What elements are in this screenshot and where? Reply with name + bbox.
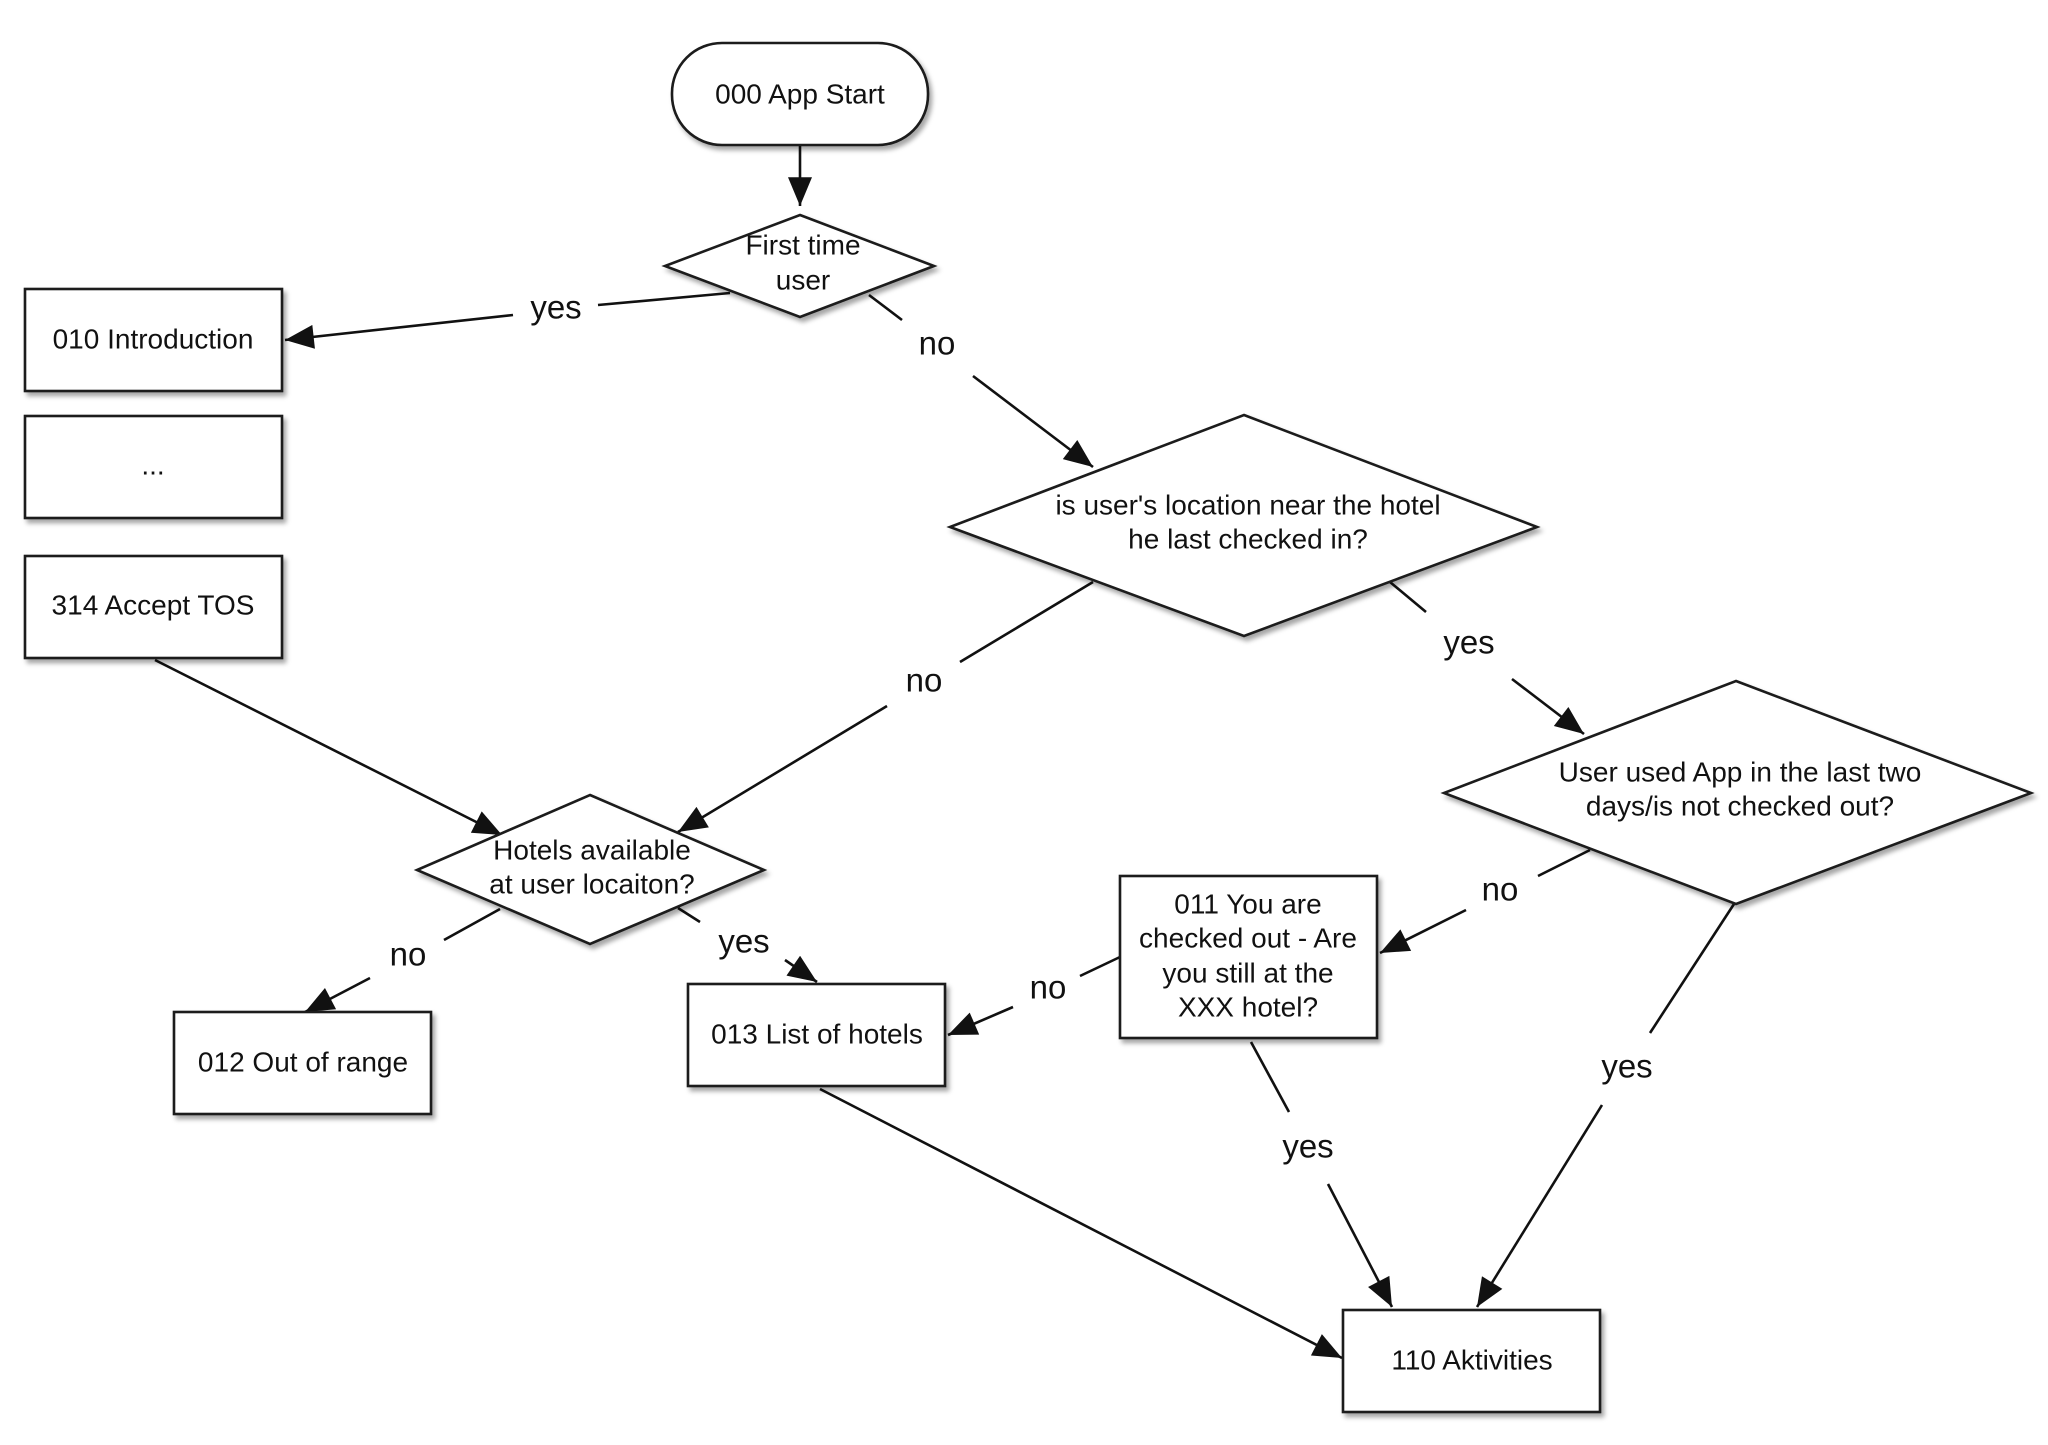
- node-first-time-user: First time user: [661, 213, 938, 319]
- edge-hotels-no-segment-1: [443, 907, 501, 942]
- edge-location-yes-segment-2: [1511, 677, 1585, 736]
- node-out-of-range-label: 012 Out of range: [198, 1046, 408, 1077]
- node-introduction-label: 010 Introduction: [53, 323, 254, 354]
- edge-used-app-no-segment-2: [1379, 908, 1467, 955]
- edge-label-first-time-no: no: [919, 325, 956, 362]
- node-app-start: 000 App Start: [670, 41, 930, 147]
- node-first-time-user-line-1: First time: [745, 229, 860, 260]
- edge-list-of-hotels-to-aktivities: [819, 1087, 1343, 1360]
- edge-first-time-no-segment-2: [972, 374, 1094, 469]
- edge-location-no-segment-2: [677, 704, 888, 834]
- edge-label-checked-out-no: no: [1030, 969, 1067, 1006]
- edge-label-hotels-no: no: [390, 936, 427, 973]
- node-location-line-2: he last checked in?: [1128, 523, 1368, 554]
- edge-label-used-app-no: no: [1482, 871, 1519, 908]
- edge-checked-out-no-segment-1: [1079, 955, 1121, 978]
- node-checked-out-line-3: you still at the: [1162, 957, 1333, 988]
- node-ellipsis-label: ...: [141, 449, 164, 480]
- edge-label-used-app-yes: yes: [1601, 1048, 1652, 1085]
- edge-accept-tos-to-hotels-available: [154, 658, 503, 837]
- node-aktivities-label: 110 Aktivities: [1391, 1344, 1552, 1375]
- edge-hotels-yes-segment-1: [677, 906, 701, 924]
- node-used-app-line-1: User used App in the last two: [1559, 756, 1922, 787]
- edge-hotels-no-segment-2: [304, 976, 371, 1014]
- node-checked-out-line-4: XXX hotel?: [1178, 991, 1318, 1022]
- node-checked-out: 011 You are checked out - Are you still …: [1118, 874, 1379, 1040]
- edge-first-time-no-segment-1: [868, 293, 903, 322]
- node-hotels-available-line-2: at user locaiton?: [489, 868, 694, 899]
- edge-checked-out-yes-segment-2: [1326, 1183, 1394, 1308]
- node-accept-tos: 314 Accept TOS: [23, 554, 284, 660]
- node-used-app: User used App in the last two days/is no…: [1440, 679, 2035, 906]
- node-checked-out-line-1: 011 You are: [1174, 888, 1321, 919]
- node-aktivities: 110 Aktivities: [1341, 1308, 1602, 1414]
- node-introduction: 010 Introduction: [23, 287, 284, 393]
- edge-label-location-yes: yes: [1443, 624, 1494, 661]
- edge-label-location-no: no: [906, 662, 943, 699]
- edge-location-no-segment-1: [959, 580, 1094, 664]
- node-hotels-available: Hotels available at user locaiton?: [413, 793, 768, 946]
- node-first-time-user-line-2: user: [776, 264, 830, 295]
- node-location-line-1: is user's location near the hotel: [1055, 489, 1440, 520]
- node-accept-tos-label: 314 Accept TOS: [52, 589, 255, 620]
- node-used-app-line-2: days/is not checked out?: [1586, 790, 1894, 821]
- node-ellipsis: ...: [23, 414, 284, 520]
- edge-used-app-yes-segment-2: [1475, 1104, 1604, 1308]
- edge-used-app-no-segment-1: [1537, 848, 1591, 878]
- edge-checked-out-yes-segment-1: [1249, 1041, 1291, 1113]
- edge-used-app-yes-segment-1: [1648, 903, 1736, 1034]
- edge-label-first-time-yes: yes: [530, 289, 581, 326]
- edge-label-hotels-yes: yes: [718, 923, 769, 960]
- edge-first-time-yes-segment-2: [284, 313, 514, 349]
- edge-first-time-yes-segment-1: [597, 291, 731, 307]
- node-location-near-hotel: is user's location near the hotel he las…: [946, 413, 1541, 638]
- node-app-start-label: 000 App Start: [715, 78, 885, 109]
- edge-hotels-yes-segment-2: [784, 955, 818, 984]
- edge-label-checked-out-yes: yes: [1282, 1128, 1333, 1165]
- node-checked-out-line-2: checked out - Are: [1139, 922, 1357, 953]
- node-list-of-hotels-label: 013 List of hotels: [711, 1018, 923, 1049]
- node-out-of-range: 012 Out of range: [172, 1010, 433, 1116]
- node-hotels-available-line-1: Hotels available: [493, 834, 691, 865]
- edge-location-yes-segment-1: [1389, 581, 1427, 613]
- node-list-of-hotels: 013 List of hotels: [686, 982, 947, 1088]
- edge-checked-out-no-segment-2: [947, 1005, 1014, 1037]
